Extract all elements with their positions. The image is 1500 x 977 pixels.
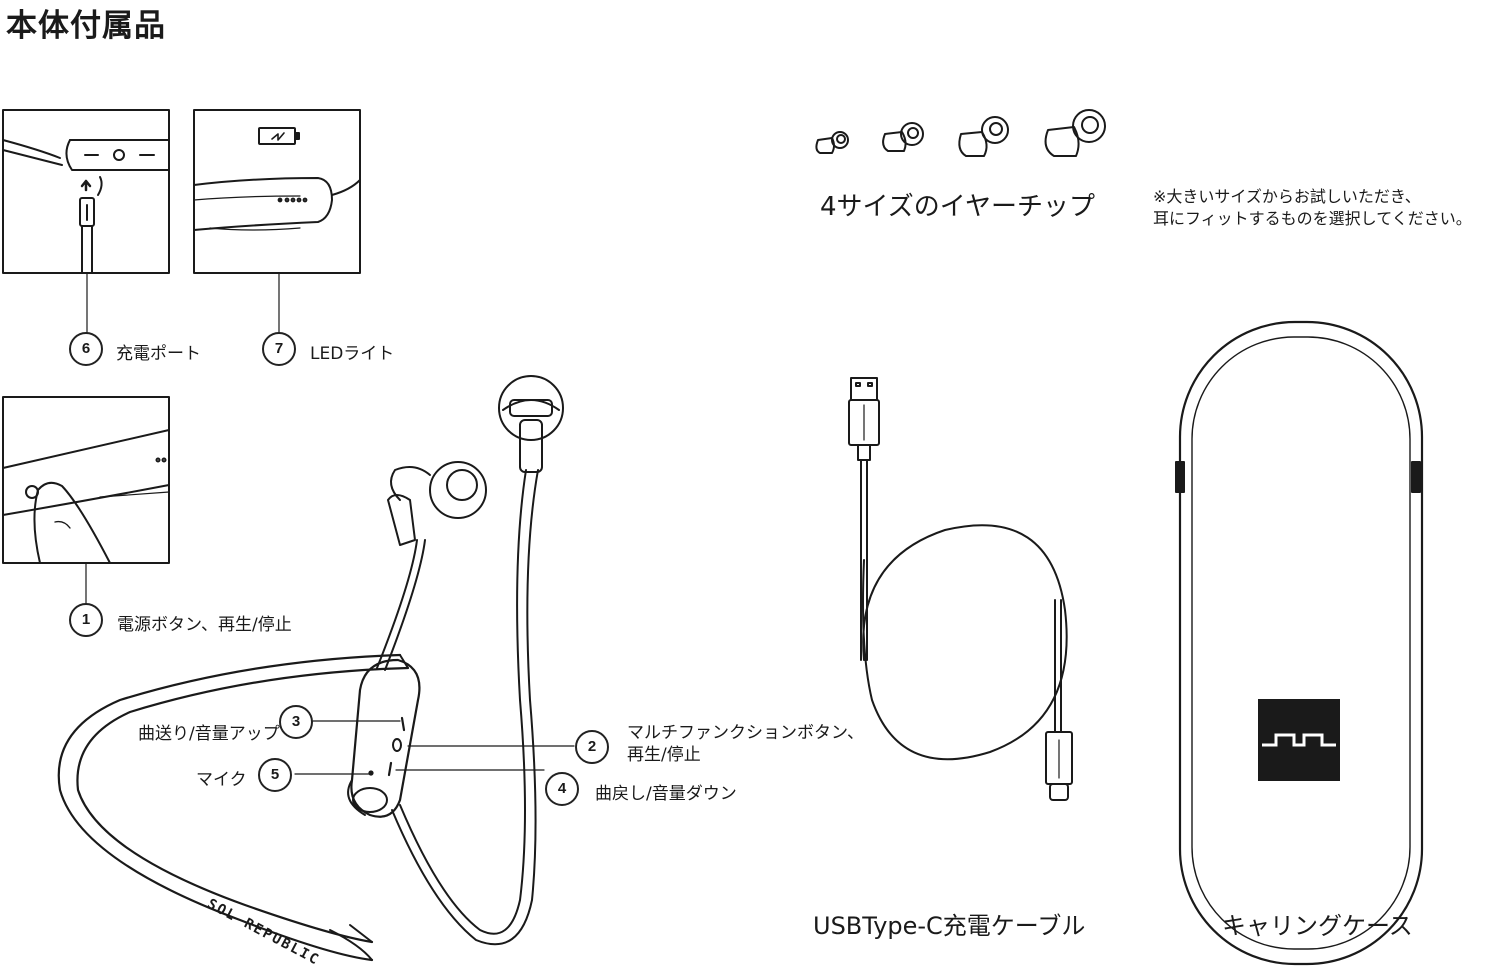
ear-tips-illustration [815,109,1106,157]
callout-2-badge: 2 [575,730,609,764]
callout-4-badge: 4 [545,772,579,806]
callout-5-badge: 5 [258,758,292,792]
ear-tips-note: ※大きいサイズからお試しいただき、 耳にフィットするものを選択してください。 [1153,187,1472,228]
carrying-case-illustration [1175,320,1424,966]
callout-3-badge: 3 [279,705,313,739]
charging-port-detail [2,109,170,334]
callout-2-label: マルチファンクションボタン、 再生/停止 [627,723,864,765]
usb-cable-caption: USBType-C充電ケーブル [813,912,1086,940]
led-light-detail [193,109,361,334]
neckband-illustration [57,375,564,962]
callout-7-label: LEDライト [310,344,395,364]
brand-logo [1258,699,1340,781]
ear-tips-caption: 4サイズのイヤーチップ [820,192,1095,222]
callout-3-label: 曲送り/音量アップ [138,724,280,744]
carrying-case-caption: キャリングケース [1222,912,1413,940]
usb-cable-illustration [848,377,1073,801]
callout-6-badge: 6 [69,332,103,366]
power-button-detail [2,396,170,605]
callout-4-label: 曲戻し/音量ダウン [595,784,737,804]
callout-6-label: 充電ポート [116,344,201,364]
callout-1-badge: 1 [69,603,103,637]
callout-1-label: 電源ボタン、再生/停止 [117,615,292,635]
callout-7-badge: 7 [262,332,296,366]
page-title: 本体付属品 [6,8,166,44]
callout-5-label: マイク [196,770,247,790]
